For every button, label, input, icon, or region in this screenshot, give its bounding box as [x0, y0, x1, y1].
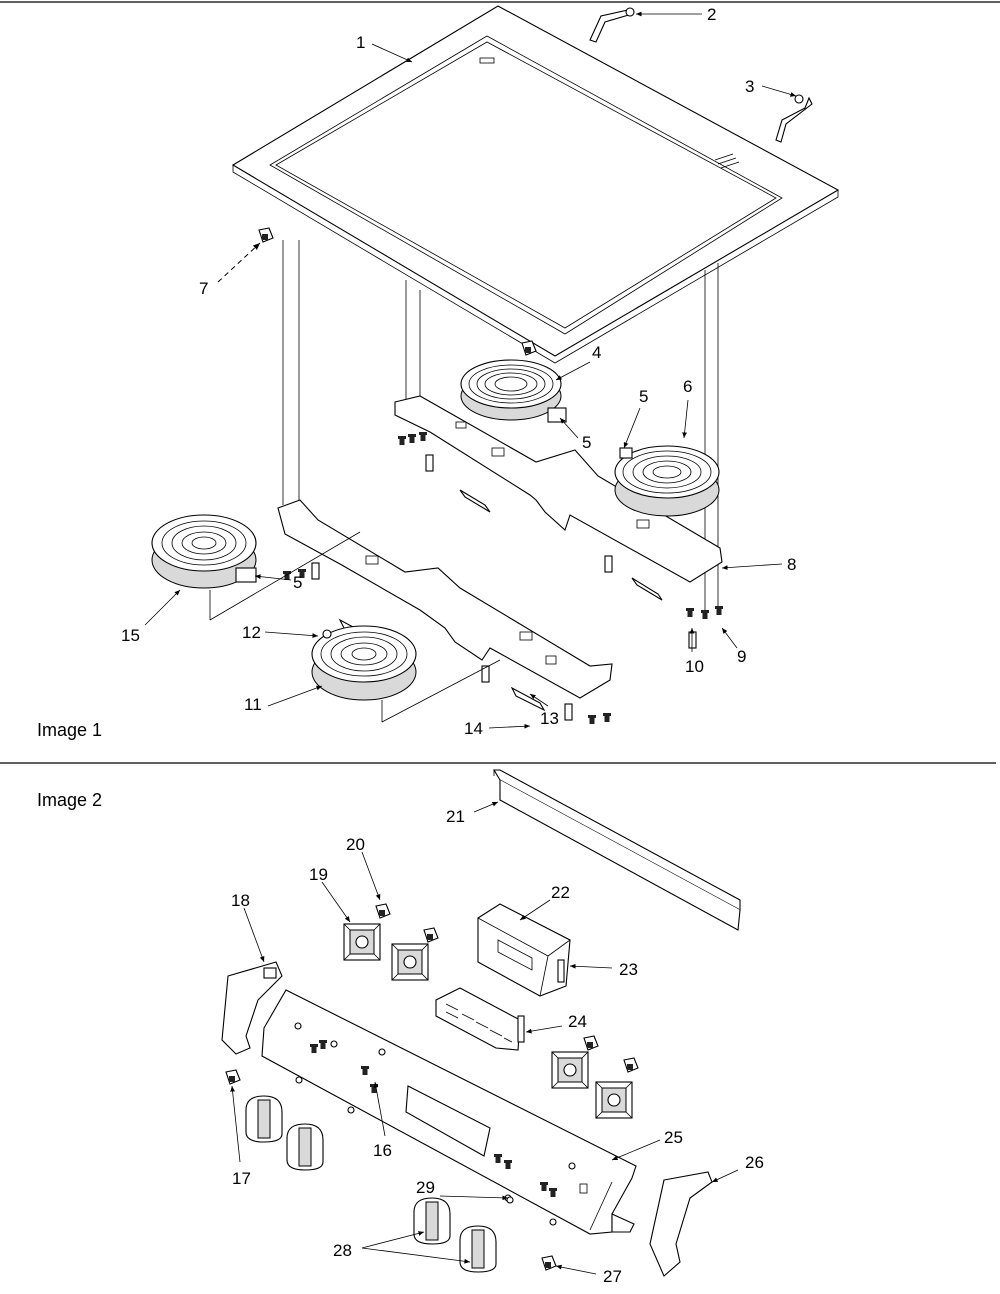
touch-overlay-24 — [435, 987, 525, 1051]
callout-3: 3 — [745, 77, 754, 96]
knob-28a — [413, 1197, 451, 1245]
callout-5c: 5 — [293, 573, 302, 592]
trim-21 — [493, 769, 741, 931]
bracket-3 — [775, 94, 813, 143]
callout-22: 22 — [551, 883, 570, 902]
control-panel-25 — [261, 989, 637, 1235]
callout-19: 19 — [309, 865, 328, 884]
callout-10: 10 — [685, 657, 704, 676]
callout-7: 7 — [199, 279, 208, 298]
callout-18: 18 — [231, 891, 250, 910]
clock-control-22 — [477, 903, 571, 997]
callout-2: 2 — [707, 5, 716, 24]
callout-13: 13 — [540, 709, 559, 728]
callout-12: 12 — [242, 623, 261, 642]
knob-left-2 — [286, 1123, 324, 1171]
image-2-caption: Image 2 — [37, 790, 102, 810]
cooktop-glass — [231, 5, 840, 364]
callout-21: 21 — [446, 807, 465, 826]
callout-20: 20 — [346, 835, 365, 854]
callout-11: 11 — [244, 695, 262, 714]
clip-27 — [541, 1255, 557, 1271]
callout-27: 27 — [603, 1267, 622, 1286]
callout-24: 24 — [568, 1012, 587, 1031]
bracket-2 — [589, 7, 635, 43]
knob-28b — [459, 1225, 497, 1273]
callout-28: 28 — [333, 1241, 352, 1260]
callout-23: 23 — [619, 960, 638, 979]
relay-20 — [375, 903, 391, 919]
callout-1: 1 — [356, 33, 365, 52]
callout-25: 25 — [664, 1128, 683, 1147]
callout-8: 8 — [787, 555, 796, 574]
callout-6: 6 — [683, 377, 692, 396]
image-1-caption: Image 1 — [37, 720, 102, 740]
callout-14: 14 — [464, 719, 483, 738]
callout-15: 15 — [121, 626, 140, 645]
knob-left-1 — [245, 1095, 283, 1143]
burner-15 — [151, 514, 257, 589]
rear-burner-bracket — [394, 395, 723, 601]
callout-26: 26 — [745, 1153, 764, 1172]
end-cap-26 — [649, 1171, 713, 1277]
callout-5b: 5 — [639, 387, 648, 406]
callout-29: 29 — [416, 1178, 435, 1197]
callout-5a: 5 — [582, 433, 591, 452]
burner-4 — [460, 359, 567, 423]
burner-6 — [614, 445, 720, 517]
callout-9: 9 — [737, 647, 746, 666]
switch-19 — [343, 923, 381, 961]
callout-16: 16 — [373, 1141, 392, 1160]
clip-17 — [225, 1069, 241, 1085]
end-cap-18 — [221, 961, 283, 1055]
callout-17: 17 — [232, 1169, 251, 1188]
callout-4: 4 — [592, 343, 601, 362]
burner-11 — [311, 625, 417, 701]
clip-7 — [258, 227, 274, 243]
